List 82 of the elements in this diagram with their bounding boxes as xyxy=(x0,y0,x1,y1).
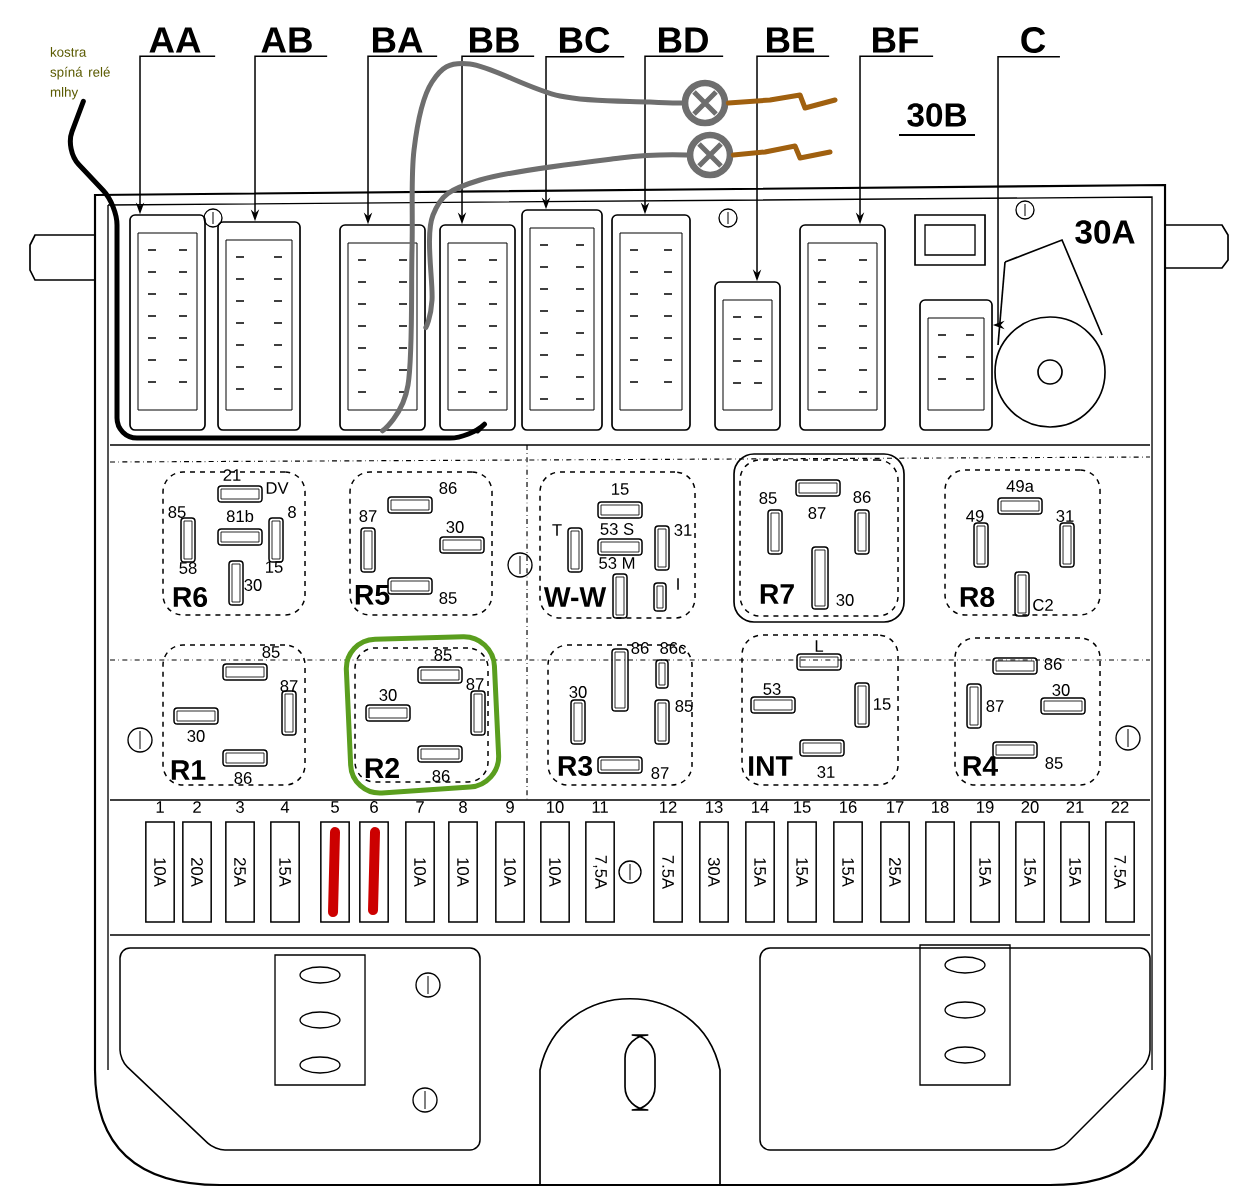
connector-block xyxy=(339,224,426,431)
fuse: 20A 2 xyxy=(182,801,212,923)
connector-label: BA xyxy=(373,27,423,53)
fuse: 25A 17 xyxy=(880,801,910,923)
fuse: 10A 10 xyxy=(540,801,570,923)
connector-label: BC xyxy=(560,27,610,53)
terminal-label: 30B xyxy=(898,103,976,136)
relay-socket: R2 85 87 30 86 xyxy=(354,647,489,783)
node-label: 21 xyxy=(1066,801,1084,813)
plug-connector xyxy=(686,131,734,179)
relay-socket: R3 86 86c 30 85 87 xyxy=(547,642,693,786)
wire xyxy=(730,143,833,161)
node-label: 1 xyxy=(156,801,164,813)
wire xyxy=(423,152,690,330)
relay-socket: W-W 15 T 53 S 31 53 M I xyxy=(539,471,696,619)
relay-socket: R4 86 87 30 85 xyxy=(954,637,1101,786)
node-label: 12 xyxy=(660,801,677,813)
connector-label: BE xyxy=(767,27,815,53)
terminal-label: 30A xyxy=(1075,220,1135,244)
node-label: 6 xyxy=(370,801,378,813)
connector-label: BF xyxy=(873,27,919,53)
node-label: 8 xyxy=(459,801,467,813)
node-label: 18 xyxy=(932,801,949,813)
node-label: 22 xyxy=(1111,801,1129,813)
connector-label: C xyxy=(1021,27,1046,53)
connector-block xyxy=(611,214,691,431)
connector-label: BD xyxy=(659,27,708,53)
connector-block xyxy=(521,209,603,431)
fuse: 15A 15 xyxy=(787,801,817,923)
connector-block xyxy=(799,224,886,431)
node-label: 13 xyxy=(706,801,723,813)
node-label: 19 xyxy=(977,801,994,813)
node-label: 11 xyxy=(592,801,608,813)
fuse: 10A 9 xyxy=(495,801,525,923)
fuse: 15A 14 xyxy=(745,801,775,923)
fuse: 15A 4 xyxy=(270,801,300,923)
fuse: 10A 1 xyxy=(145,801,175,923)
node-label: 9 xyxy=(506,801,514,813)
node-label: 2 xyxy=(193,801,201,813)
plug-connector xyxy=(681,79,729,127)
relay-socket: R6 21 DV 85 81b 8 58 15 30 xyxy=(162,469,306,616)
connector-block xyxy=(919,299,993,431)
relay-socket: R1 85 87 30 86 xyxy=(162,644,306,786)
node-label: 20 xyxy=(1021,801,1039,813)
node-label: 5 xyxy=(331,801,339,813)
fuse: 15A 19 xyxy=(970,801,1000,923)
fuse: 25A 3 xyxy=(225,801,255,923)
fuse: 15A 16 xyxy=(833,801,863,923)
connector-block xyxy=(439,224,516,431)
connector-label: AA xyxy=(149,27,201,53)
node-label: 4 xyxy=(280,801,290,813)
fuse: 15A 20 xyxy=(1015,801,1045,923)
fuse: 6 xyxy=(359,801,389,923)
fuse: 7,5A 11 xyxy=(585,801,615,923)
fuse: 10A 8 xyxy=(448,801,478,923)
connector-label: BB xyxy=(470,27,519,53)
node-label: 17 xyxy=(887,801,904,813)
connector-block xyxy=(217,221,301,431)
relay-socket: R8 49a 49 31 C2 xyxy=(944,469,1101,617)
fuse: 7.5A 12 xyxy=(653,801,683,923)
annotation-text: kostra spíná relé mlhy xyxy=(50,47,110,100)
relay-socket: R7 85 87 86 30 xyxy=(733,453,905,623)
wire xyxy=(725,92,838,111)
node-label: 14 xyxy=(752,801,769,813)
fuse: 10A 7 xyxy=(405,801,435,923)
fuse: 18 xyxy=(925,801,955,923)
connector-label: AB xyxy=(261,27,312,53)
node-label: 3 xyxy=(236,801,244,813)
node-label: 10 xyxy=(547,801,564,813)
node-label: 15 xyxy=(794,801,811,813)
node-label: 7 xyxy=(416,801,424,813)
relay-socket: INT L 53 15 31 xyxy=(741,634,899,786)
wire xyxy=(380,61,685,434)
connector-block xyxy=(129,214,206,431)
fuse: 30A 13 xyxy=(699,801,729,923)
fuse: 7.5A 22 xyxy=(1105,801,1135,923)
fuse: 15A 21 xyxy=(1060,801,1090,923)
wire xyxy=(67,98,487,441)
node-label: 16 xyxy=(840,801,857,813)
relay-socket: R5 86 87 30 85 xyxy=(349,471,493,616)
connector-block xyxy=(714,281,781,431)
fuse: 5 xyxy=(320,801,350,923)
